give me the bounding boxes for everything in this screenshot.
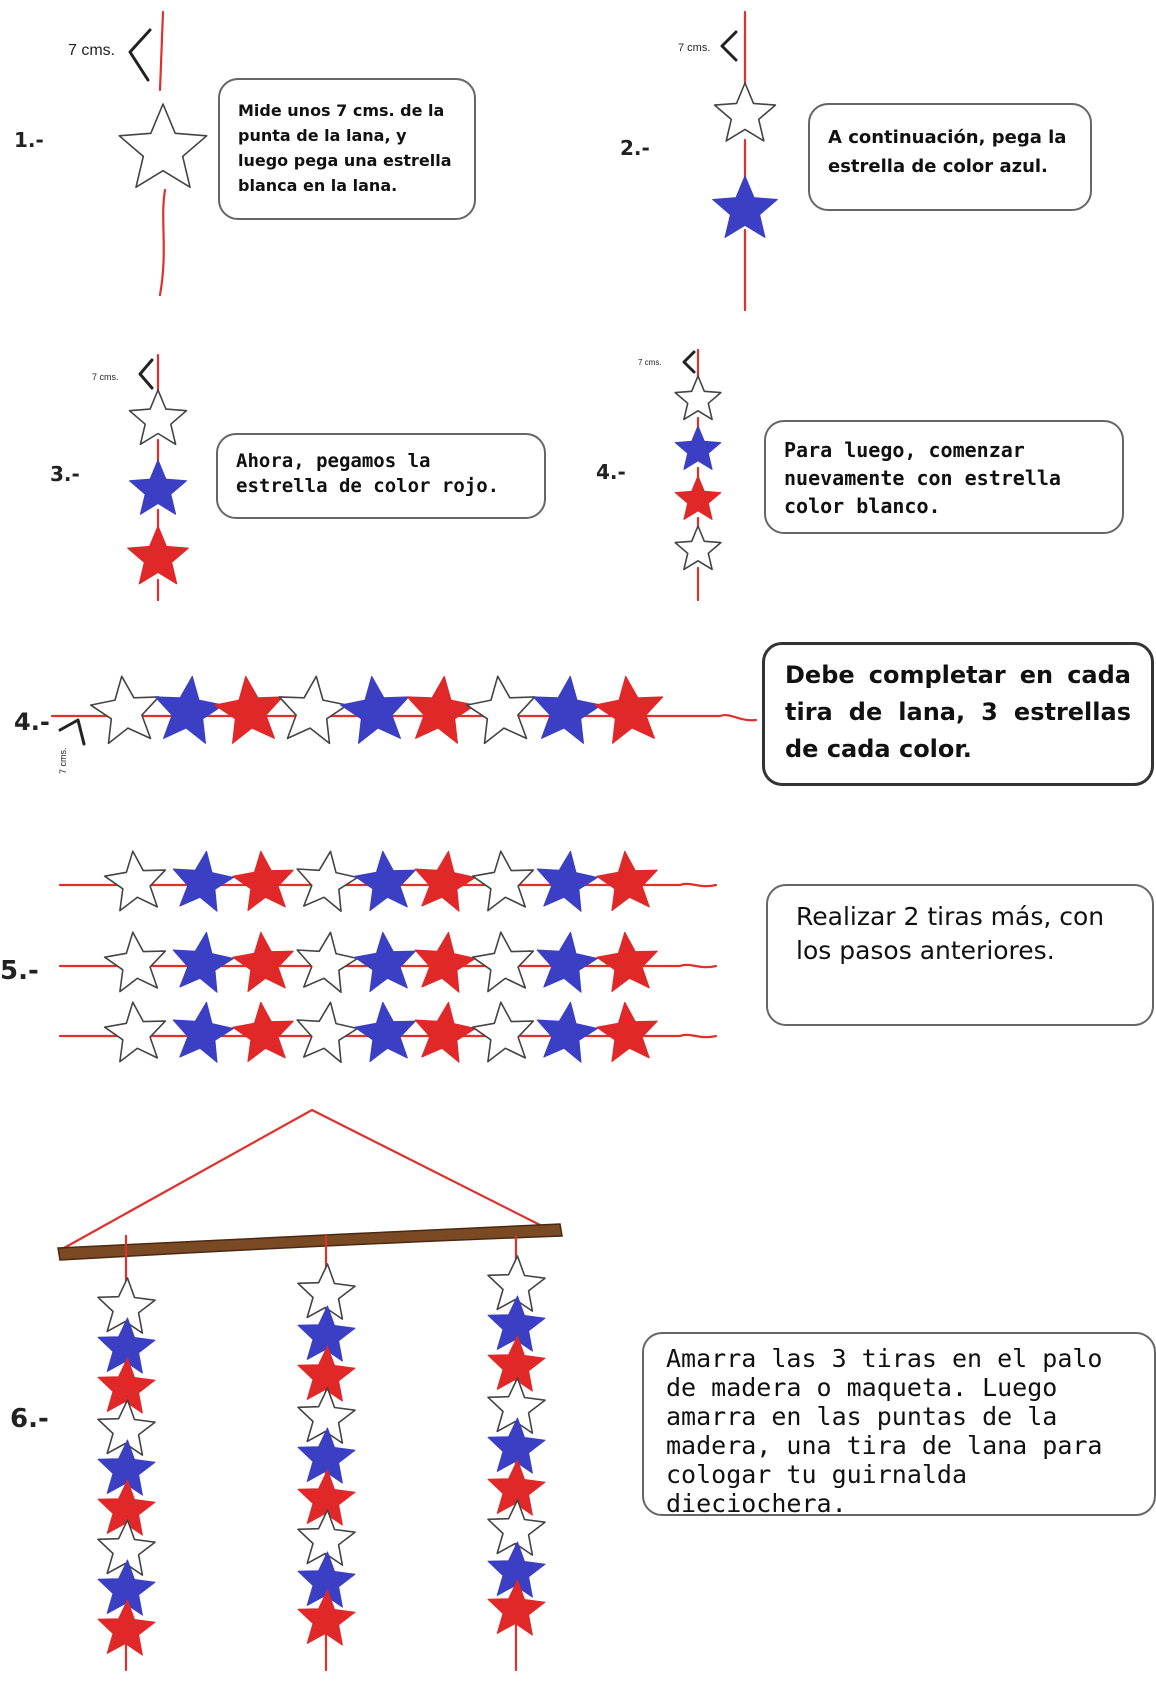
red-star bbox=[297, 1345, 356, 1402]
blue-star bbox=[297, 1427, 356, 1484]
blue-star bbox=[487, 1417, 546, 1474]
blue-star bbox=[154, 675, 224, 744]
blue-star bbox=[354, 1001, 416, 1063]
white-star bbox=[674, 525, 722, 571]
blue-star bbox=[354, 931, 416, 993]
blue-star bbox=[712, 175, 778, 238]
red-star bbox=[97, 1599, 156, 1656]
yarn-strand bbox=[158, 10, 167, 297]
white-star bbox=[89, 675, 160, 745]
blue-star bbox=[532, 675, 602, 744]
yarn-strand bbox=[58, 882, 718, 888]
red-star bbox=[297, 1589, 356, 1646]
white-star bbox=[278, 675, 349, 745]
hanging-yarn bbox=[62, 1108, 552, 1250]
red-star bbox=[596, 931, 658, 993]
wooden-stick bbox=[57, 1223, 563, 1261]
red-star bbox=[596, 850, 658, 912]
white-star bbox=[118, 103, 208, 188]
red-star bbox=[232, 931, 294, 993]
white-star bbox=[471, 931, 535, 993]
measure-label-1: 7 cms. bbox=[68, 42, 116, 59]
yarn-strand bbox=[50, 714, 758, 722]
red-star bbox=[487, 1335, 546, 1392]
measure-bracket bbox=[138, 358, 154, 390]
white-star bbox=[103, 1001, 167, 1063]
blue-star bbox=[674, 425, 722, 470]
red-star bbox=[674, 475, 722, 520]
step-1-instruction-box: Mide unos 7 cms. de la punta de la lana,… bbox=[218, 78, 476, 220]
step-4b-instruction-box: Debe completar en cada tira de lana, 3 e… bbox=[762, 642, 1154, 786]
white-star bbox=[674, 375, 722, 421]
white-star bbox=[487, 1499, 546, 1556]
white-star bbox=[297, 1509, 356, 1566]
blue-star bbox=[172, 850, 234, 912]
red-star bbox=[232, 1001, 294, 1063]
blue-star bbox=[172, 931, 234, 993]
step-3-instruction-box: Ahora, pegamos la estrella de color rojo… bbox=[216, 433, 546, 519]
measure-label-2: 7 cms. bbox=[678, 42, 711, 54]
step-4-number: 4.- bbox=[596, 460, 626, 484]
step-4b-number: 4.- bbox=[14, 708, 50, 736]
red-star bbox=[594, 675, 664, 744]
red-star bbox=[214, 675, 284, 744]
red-star bbox=[487, 1579, 546, 1636]
red-star bbox=[414, 931, 476, 993]
measure-bracket bbox=[128, 28, 152, 82]
measure-bracket bbox=[720, 30, 738, 62]
blue-star bbox=[536, 850, 598, 912]
blue-star bbox=[536, 931, 598, 993]
white-star bbox=[713, 82, 777, 142]
measure-bracket bbox=[58, 718, 86, 746]
white-star bbox=[465, 675, 536, 745]
red-star bbox=[232, 850, 294, 912]
white-star bbox=[296, 1001, 359, 1064]
white-star bbox=[128, 389, 188, 446]
step-6-instruction-box: Amarra las 3 tiras en el palo de madera … bbox=[642, 1332, 1156, 1518]
white-star bbox=[103, 850, 167, 912]
yarn-strand bbox=[58, 963, 718, 969]
step-5-instruction-box: Realizar 2 tiras más, con los pasos ante… bbox=[766, 884, 1154, 1026]
white-star bbox=[296, 931, 359, 994]
blue-star bbox=[129, 459, 187, 515]
red-star bbox=[414, 850, 476, 912]
step-4-instruction-box: Para luego, comenzar nuevamente con estr… bbox=[764, 420, 1124, 534]
measure-label-4: 7 cms. bbox=[638, 358, 662, 367]
white-star bbox=[471, 850, 535, 912]
white-star bbox=[296, 850, 359, 913]
step-2-number: 2.- bbox=[620, 136, 650, 160]
stars-layer bbox=[89, 82, 778, 1656]
blue-star bbox=[340, 675, 410, 744]
white-star bbox=[297, 1263, 356, 1320]
step-1-number: 1.- bbox=[14, 128, 44, 152]
step-6-number: 6.- bbox=[10, 1404, 49, 1434]
white-star bbox=[103, 931, 167, 993]
red-star bbox=[406, 675, 476, 744]
step-2-instruction-box: A continuación, pega la estrella de colo… bbox=[808, 103, 1092, 211]
blue-star bbox=[536, 1001, 598, 1063]
measure-label-4b: 7 cms. bbox=[58, 747, 68, 774]
step-5-number: 5.- bbox=[0, 956, 39, 986]
red-star bbox=[97, 1357, 156, 1414]
blue-star bbox=[354, 850, 416, 912]
measure-bracket bbox=[682, 350, 696, 374]
blue-star bbox=[172, 1001, 234, 1063]
white-star bbox=[471, 1001, 535, 1063]
red-star bbox=[414, 1001, 476, 1063]
red-star bbox=[596, 1001, 658, 1063]
measure-label-3: 7 cms. bbox=[92, 372, 119, 382]
step-3-number: 3.- bbox=[50, 462, 80, 486]
red-star bbox=[127, 525, 189, 585]
yarn-strand bbox=[58, 1033, 718, 1039]
